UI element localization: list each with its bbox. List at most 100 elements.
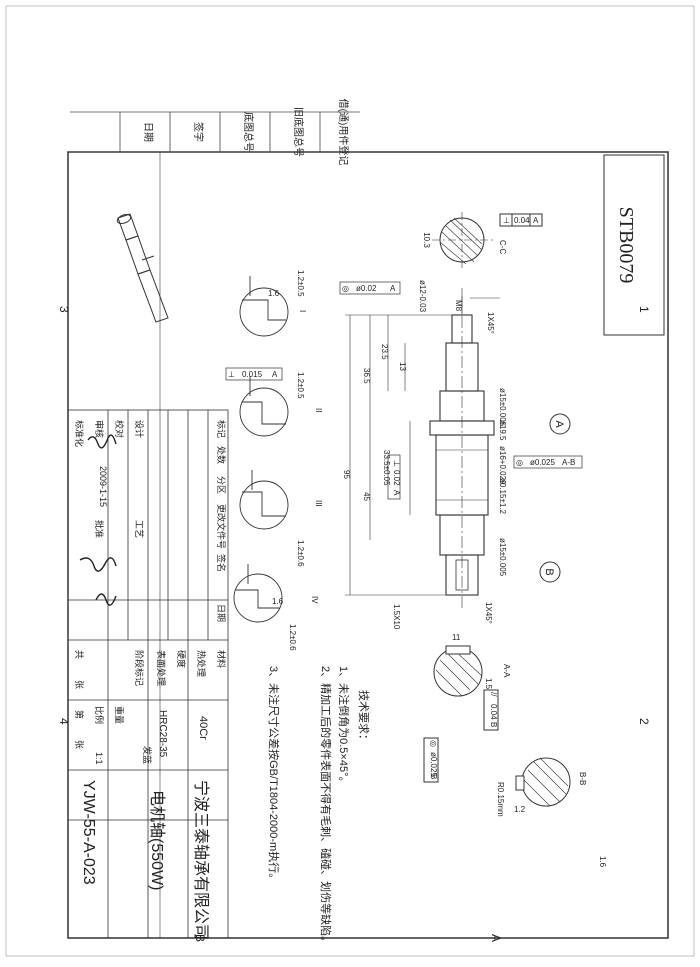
tol-frame-3-datum: A <box>272 370 278 379</box>
main-dimension-labels: M8 ø12-0.03 1X45° 95 45 36.5 33.5±0.05 2… <box>342 280 507 630</box>
tech-req-item-2: 2、精加工后的零件表面不得有毛刺、磕碰、划伤等缺陷。 <box>319 666 333 947</box>
roughness-2: 1.6 <box>272 597 284 606</box>
tb-col-1: 热处理 <box>196 650 207 677</box>
tb-sheet-3: 张 <box>74 740 84 749</box>
zone-mark-3: 3 <box>57 306 71 313</box>
detail-1-roman: I <box>298 310 307 312</box>
roughness-1: 1.6 <box>268 289 280 298</box>
part-name: 电机轴(550W) <box>148 790 166 890</box>
tb-col-2: 硬度 <box>176 650 187 668</box>
top-margin-labels: 借(通)用件登记 旧底图总号 底图总号 签字 日期 <box>142 99 350 166</box>
dim-10-3: 10.3 <box>422 232 431 248</box>
datum-labels: A B <box>543 420 565 575</box>
tb-sheet-2: 第 <box>74 710 85 719</box>
main-dimension-lines <box>345 288 500 596</box>
datum-b: B <box>543 568 555 575</box>
datum-a: A <box>553 420 565 428</box>
zone-mark-a: A <box>489 934 503 942</box>
margin-cell-3: 底图总号 <box>242 112 255 152</box>
main-tolerance-labels: ◎ ø0.02 A ⊥ 0.015 A ◎ ø0.025 A-B ⊥ 0.02 … <box>228 284 575 496</box>
sheet-frame <box>5 5 695 957</box>
margin-cell-4: 签字 <box>192 122 205 142</box>
section-bb-label: B-B <box>578 772 587 785</box>
tol-frame-3-symbol: ⊥ <box>228 370 235 379</box>
datum-markers <box>539 413 571 583</box>
tol-frame-2-value: ø0.02 <box>356 284 377 293</box>
tb-header-4: 签名 <box>216 554 227 572</box>
tol-frame-4-value: ø0.025 <box>530 458 555 467</box>
tol-frame-6-symbol: // <box>489 692 498 697</box>
part-code: YJW-55-A-023 <box>80 780 97 885</box>
dim-chamfer-bottom: 1X45° <box>484 602 493 624</box>
dim-d12: ø12-0.03 <box>418 280 427 313</box>
detail-3-dim: 1.2±0.6 <box>296 540 305 567</box>
dim-1-2: 1.2 <box>514 805 526 814</box>
dim-95: 95 <box>342 470 351 479</box>
tol-frame-5-symbol: ⊥ <box>392 460 401 467</box>
section-c-c-labels: 10.3 C-C ⊥ 0.04 A <box>422 216 539 254</box>
tb-row-4: 工艺 <box>134 520 144 538</box>
title-block-col-labels: 材料 热处理 硬度 表面处理 阶段标记 重量 比例 共 张 第 张 <box>74 650 227 749</box>
section-c-c <box>432 212 543 270</box>
main-tolerance-frames <box>225 281 583 500</box>
tb-row-0: 设计 <box>134 420 145 438</box>
hardness-value: HRC28-35 <box>157 710 168 758</box>
tol-frame-7-symbol: ◎ <box>429 740 438 747</box>
tol-frame-1-value: 0.04 <box>514 216 530 225</box>
title-block-grid <box>67 409 229 939</box>
zone-mark-4: 4 <box>57 718 71 725</box>
dim-13: 13 <box>398 362 407 371</box>
tol-frame-3-value: 0.015 <box>242 370 263 379</box>
dim-45: 45 <box>362 492 371 501</box>
dim-1-5x10: 1.5X10 <box>392 604 401 630</box>
tol-frame-6-value: 0.04 <box>489 704 498 720</box>
tol-frame-5-value: 0.02 <box>392 470 401 486</box>
tech-requirements: 技术要求： 1、未注倒角为0.5×45°。 2、精加工后的零件表面不得有毛刺、磕… <box>267 666 370 947</box>
dim-d15-top: ø15±0.005 <box>498 388 507 427</box>
tb-row-5: 批准 <box>94 520 105 538</box>
zone-marks: 1 2 3 4 A B <box>57 306 651 942</box>
detail-labels: 1.2±0.5 I 1.2±0.5 II 1.2±0.6 III 1.2±0.6… <box>268 270 323 651</box>
tol-frame-7-datum: B <box>429 774 438 779</box>
section-c-label: C-C <box>498 240 507 254</box>
detail-2-dim: 1.2±0.5 <box>296 372 305 399</box>
process-value: 发蓝 <box>142 746 153 764</box>
detail-2-roman: II <box>314 408 323 412</box>
section-a-a-labels: 11 A-A 1.5 // 0.04 B ◎ ø0.025 B <box>429 633 511 779</box>
section-b-b <box>515 757 571 807</box>
tech-req-title: 技术要求： <box>357 690 370 745</box>
main-shaft-view <box>429 296 495 610</box>
dim-d19-5: ø19.5 <box>498 420 507 441</box>
title-block-values: 40Cr HRC28-35 发蓝 1:1 宁波三泰轴承有限公司 电机轴(550W… <box>80 710 210 940</box>
tb-stage-2: 比例 <box>94 706 105 724</box>
tb-stage-0: 阶段标记 <box>134 650 145 686</box>
company-name: 宁波三泰轴承有限公司 <box>192 780 210 940</box>
detail-views <box>233 276 289 623</box>
zone-mark-2: 2 <box>637 718 651 725</box>
title-block-header-labels: 标记 处数 分区 更改文件号 签名 日期 <box>216 420 227 622</box>
dim-groove: R0.15mm <box>496 782 505 817</box>
margin-cell-2: 旧底图总号 <box>292 107 305 157</box>
roughness-general: 1.6 <box>598 856 607 868</box>
tb-col-3: 表面处理 <box>156 650 167 686</box>
tb-row-2: 审核 <box>94 420 105 438</box>
tol-frame-6-datum: B <box>489 722 498 727</box>
detail-1-dim: 1.2±0.5 <box>296 270 305 297</box>
tol-frame-2-symbol: ◎ <box>342 284 349 293</box>
scale-value: 1:1 <box>94 752 104 765</box>
margin-cell-5: 日期 <box>142 122 154 142</box>
tol-frame-1-symbol: ⊥ <box>503 216 510 225</box>
section-b-b-labels: B-B 1.2 R0.15mm 1.6 <box>496 772 607 868</box>
handwritten-signatures <box>79 434 117 606</box>
tb-sheet-1: 张 <box>74 680 84 689</box>
dim-11: 11 <box>452 633 461 642</box>
tb-header-2: 分区 <box>216 476 226 494</box>
tb-stage-1: 重量 <box>114 706 125 724</box>
zone-mark-1: 1 <box>637 306 651 313</box>
dim-m8: M8 <box>454 300 463 312</box>
dim-d16: ø16+0.029 <box>498 446 507 485</box>
detail-3-roman: III <box>314 500 323 507</box>
tech-req-item-3: 3、未注尺寸公差按GB/T1804-2000-m执行。 <box>267 666 281 884</box>
tb-header-0: 标记 <box>216 420 227 438</box>
dim-chamfer-top: 1X45° <box>486 312 495 334</box>
